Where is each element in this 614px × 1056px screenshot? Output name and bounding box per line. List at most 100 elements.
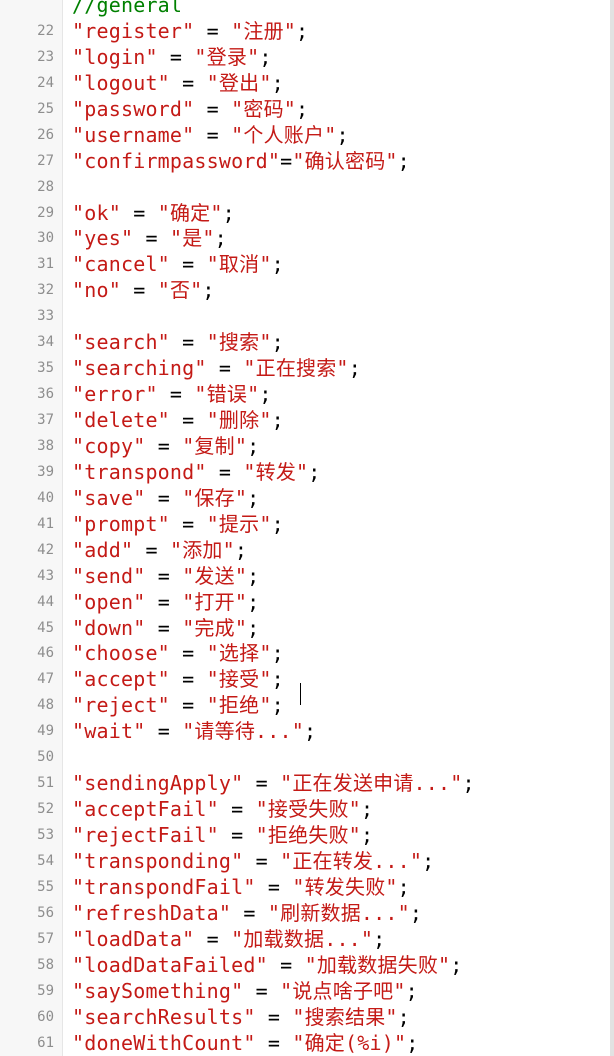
string-key: "register" [72, 18, 195, 43]
code-text[interactable]: "delete" = "删除"; [72, 408, 284, 434]
code-text[interactable]: "transpond" = "转发"; [72, 460, 321, 486]
code-text[interactable]: "choose" = "选择"; [72, 641, 284, 667]
code-text[interactable]: "copy" = "复制"; [72, 434, 259, 460]
code-line[interactable]: 61 "doneWithCount" = "确定(%i)"; [0, 1031, 614, 1056]
code-text[interactable]: "send" = "发送"; [72, 564, 259, 590]
semicolon: ; [259, 44, 272, 69]
line-number: 46 [37, 645, 54, 662]
code-text[interactable]: "password" = "密码"; [72, 97, 308, 123]
code-text[interactable]: "register" = "注册"; [72, 19, 308, 45]
code-line[interactable]: 31"cancel" = "取消"; [0, 252, 614, 278]
code-text[interactable]: "saySomething" = "说点啥子吧"; [72, 979, 418, 1005]
code-text[interactable]: "refreshData" = "刷新数据..."; [72, 901, 422, 927]
line-number: 22 [37, 22, 54, 39]
line-number: 39 [37, 463, 54, 480]
code-line[interactable]: 59"saySomething" = "说点啥子吧"; [0, 979, 614, 1005]
code-line[interactable]: 49 "wait" = "请等待..."; [0, 719, 614, 745]
text-cursor [300, 683, 301, 705]
code-line[interactable]: 26"username" = "个人账户"; [0, 123, 614, 149]
code-text[interactable]: "add" = "添加"; [72, 538, 247, 564]
code-line[interactable]: 46 "choose" = "选择"; [0, 641, 614, 667]
assign-operator: = [218, 823, 256, 847]
code-text[interactable]: "logout" = "登出"; [72, 71, 284, 97]
code-line[interactable]: 54"transponding" = "正在转发..."; [0, 849, 614, 875]
code-text[interactable]: "search" = "搜索"; [72, 330, 284, 356]
code-line[interactable]: 39 "transpond" = "转发"; [0, 460, 614, 486]
code-text[interactable]: "searching" = "正在搜索"; [72, 356, 361, 382]
code-text[interactable]: "login" = "登录"; [72, 45, 272, 71]
code-line[interactable]: 57"loadData" = "加载数据..."; [0, 927, 614, 953]
code-text[interactable]: "yes" = "是"; [72, 226, 227, 252]
string-value: "是" [169, 226, 215, 251]
code-text[interactable]: //general [72, 0, 182, 19]
code-line[interactable]: 47"accept" = "接受"; [0, 667, 614, 693]
string-value: "请等待..." [182, 719, 304, 744]
code-text[interactable]: "doneWithCount" = "确定(%i)"; [72, 1031, 418, 1056]
code-text[interactable]: "loadDataFailed" = "加载数据失败"; [72, 953, 463, 979]
code-text[interactable]: "reject" = "拒绝"; [72, 693, 284, 719]
code-text[interactable]: "prompt" = "提示"; [72, 512, 284, 538]
code-line[interactable]: 23"login" = "登录"; [0, 45, 614, 71]
string-value: "提示" [206, 511, 272, 536]
code-line[interactable]: 29"ok" = "确定"; [0, 201, 614, 227]
code-line[interactable]: //general [0, 0, 614, 19]
code-line[interactable]: 34"search" = "搜索"; [0, 330, 614, 356]
code-line[interactable]: 30"yes" = "是"; [0, 226, 614, 252]
semicolon: ; [222, 200, 235, 225]
code-text[interactable]: "rejectFail" = "拒绝失败"; [72, 823, 373, 849]
code-text[interactable]: "no" = "否"; [72, 278, 215, 304]
code-line[interactable]: 37"delete" = "删除"; [0, 408, 614, 434]
code-line[interactable]: 33 [0, 304, 614, 330]
code-line[interactable]: 24"logout" = "登出"; [0, 71, 614, 97]
code-text[interactable]: "acceptFail" = "接受失败"; [72, 797, 373, 823]
code-line[interactable]: 40"save" = "保存"; [0, 486, 614, 512]
code-line[interactable]: 44"open" = "打开"; [0, 590, 614, 616]
code-text[interactable]: "accept" = "接受"; [72, 667, 284, 693]
code-text[interactable]: "confirmpassword"="确认密码"; [72, 149, 410, 175]
code-text[interactable]: "transponding" = "正在转发..."; [72, 849, 434, 875]
code-line[interactable]: 36"error" = "错误"; [0, 382, 614, 408]
code-line[interactable]: 60"searchResults" = "搜索结果"; [0, 1005, 614, 1031]
code-text[interactable]: "save" = "保存"; [72, 486, 259, 512]
code-line[interactable]: 32"no" = "否"; [0, 278, 614, 304]
code-text[interactable]: "username" = "个人账户"; [72, 123, 349, 149]
code-line[interactable]: 28 [0, 175, 614, 201]
code-line[interactable]: 42"add" = "添加"; [0, 538, 614, 564]
code-text[interactable]: "open" = "打开"; [72, 590, 259, 616]
code-line[interactable]: 25"password" = "密码"; [0, 97, 614, 123]
code-text[interactable]: "down" = "完成"; [72, 616, 259, 642]
code-text[interactable]: "error" = "错误"; [72, 382, 272, 408]
code-line[interactable]: 43"send" = "发送"; [0, 564, 614, 590]
line-number: 49 [37, 723, 54, 740]
code-line[interactable]: 53"rejectFail" = "拒绝失败"; [0, 823, 614, 849]
code-line[interactable]: 35"searching" = "正在搜索"; [0, 356, 614, 382]
code-text[interactable]: "sendingApply" = "正在发送申请..."; [72, 771, 475, 797]
code-text[interactable]: "ok" = "确定"; [72, 201, 235, 227]
code-text[interactable]: "wait" = "请等待..."; [72, 719, 316, 745]
string-key: "saySomething" [72, 978, 244, 1003]
semicolon: ; [271, 252, 284, 277]
code-text[interactable]: "searchResults" = "搜索结果"; [72, 1005, 410, 1031]
code-line[interactable]: 22 "register" = "注册"; [0, 19, 614, 45]
string-value: "正在搜索" [243, 356, 349, 381]
semicolon: ; [405, 978, 418, 1003]
string-value: "保存" [182, 485, 248, 510]
code-line[interactable]: 50 [0, 745, 614, 771]
scroll-rail[interactable] [610, 0, 614, 1056]
code-line[interactable]: 45"down" = "完成"; [0, 616, 614, 642]
code-line[interactable]: 52"acceptFail" = "接受失败"; [0, 797, 614, 823]
code-text[interactable]: "transpondFail" = "转发失败"; [72, 875, 410, 901]
code-line[interactable]: 56"refreshData" = "刷新数据..."; [0, 901, 614, 927]
code-line[interactable]: 48"reject" = "拒绝"; [0, 693, 614, 719]
code-line[interactable]: 55"transpondFail" = "转发失败"; [0, 875, 614, 901]
code-line[interactable]: 41"prompt" = "提示"; [0, 512, 614, 538]
line-number: 61 [37, 1034, 54, 1051]
code-text[interactable]: "loadData" = "加载数据..."; [72, 927, 385, 953]
code-text[interactable]: "cancel" = "取消"; [72, 252, 284, 278]
code-line[interactable]: 38"copy" = "复制"; [0, 434, 614, 460]
code-line[interactable]: 27"confirmpassword"="确认密码"; [0, 149, 614, 175]
code-line[interactable]: 58"loadDataFailed" = "加载数据失败"; [0, 953, 614, 979]
code-line[interactable]: 51"sendingApply" = "正在发送申请..."; [0, 771, 614, 797]
string-key: "prompt" [72, 511, 170, 536]
